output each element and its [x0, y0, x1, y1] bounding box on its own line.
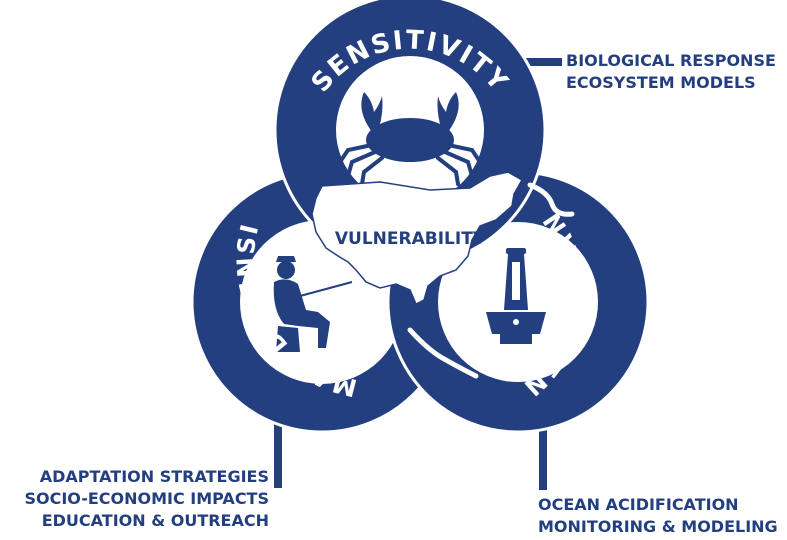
center-label: VULNERABILITY — [335, 229, 486, 249]
note-sensitivity: BIOLOGICAL RESPONSE ECOSYSTEM MODELS — [566, 50, 776, 94]
connector-lines — [274, 58, 562, 490]
note-environment-line1: OCEAN ACIDIFICATION — [538, 495, 739, 514]
wave-line-upper — [527, 182, 575, 217]
connector-environment — [539, 410, 547, 490]
note-human-line1: ADAPTATION STRATEGIES — [39, 467, 269, 486]
note-environment-line2: MONITORING & MODELING — [538, 517, 778, 536]
note-human-line2: SOCIO-ECONOMIC IMPACTS — [24, 489, 269, 508]
usa-map-icon — [311, 171, 524, 306]
note-human-line3: EDUCATION & OUTREACH — [41, 511, 269, 530]
connector-sensitivity — [500, 58, 562, 66]
note-human-dimensions: ADAPTATION STRATEGIES SOCIO-ECONOMIC IMP… — [24, 466, 269, 532]
note-sensitivity-line2: ECOSYSTEM MODELS — [566, 73, 756, 92]
note-sensitivity-line1: BIOLOGICAL RESPONSE — [566, 51, 776, 70]
wave-lines — [407, 182, 575, 379]
note-environment: OCEAN ACIDIFICATION MONITORING & MODELIN… — [538, 494, 778, 538]
wave-line-lower — [407, 327, 479, 379]
crab-icon — [338, 92, 482, 186]
connector-human — [274, 405, 282, 488]
fisherman-icon — [273, 256, 353, 352]
buoy-icon — [486, 248, 546, 344]
